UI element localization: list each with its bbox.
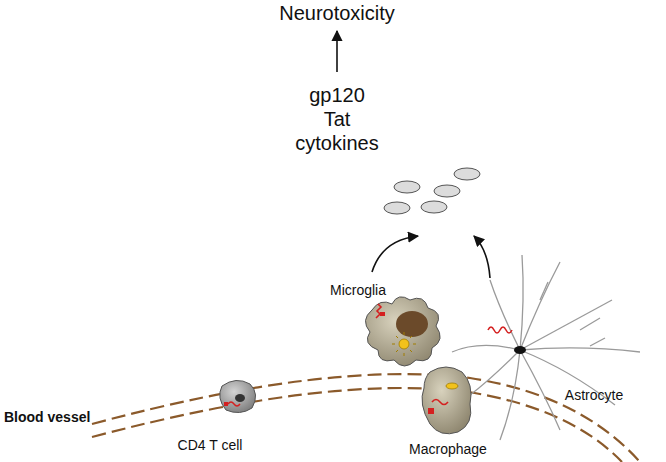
cell-label: Microglia [330, 283, 386, 298]
molecule-label: cytokines [295, 132, 378, 154]
receptor [228, 402, 240, 406]
virus-symbol [446, 383, 458, 389]
t-cell [220, 380, 256, 412]
molecule-label: Tat [324, 108, 351, 130]
arrow [372, 236, 418, 272]
nucleus [396, 311, 428, 337]
microglia-cell [365, 297, 440, 366]
cell-label: Astrocyte [565, 388, 623, 403]
receptor [224, 402, 228, 406]
molecule-label: gp120 [309, 84, 365, 106]
arrow [336, 31, 338, 72]
virus-symbol [392, 332, 416, 356]
receptor [488, 327, 512, 333]
receptor [432, 400, 448, 405]
arrow [474, 236, 490, 278]
particles [384, 168, 480, 214]
macrophage-cell [422, 367, 471, 434]
structure-label: Blood vessel [4, 410, 90, 425]
cell-label: Macrophage [409, 442, 487, 457]
receptor [380, 312, 385, 316]
astrocyte [452, 255, 640, 440]
receptor [428, 408, 434, 414]
cell-label: CD4 T cell [178, 438, 243, 453]
astrocyte-body [514, 346, 526, 354]
nucleus [235, 394, 245, 402]
blood-vessel [92, 374, 640, 462]
heading-label: Neurotoxicity [279, 2, 395, 24]
